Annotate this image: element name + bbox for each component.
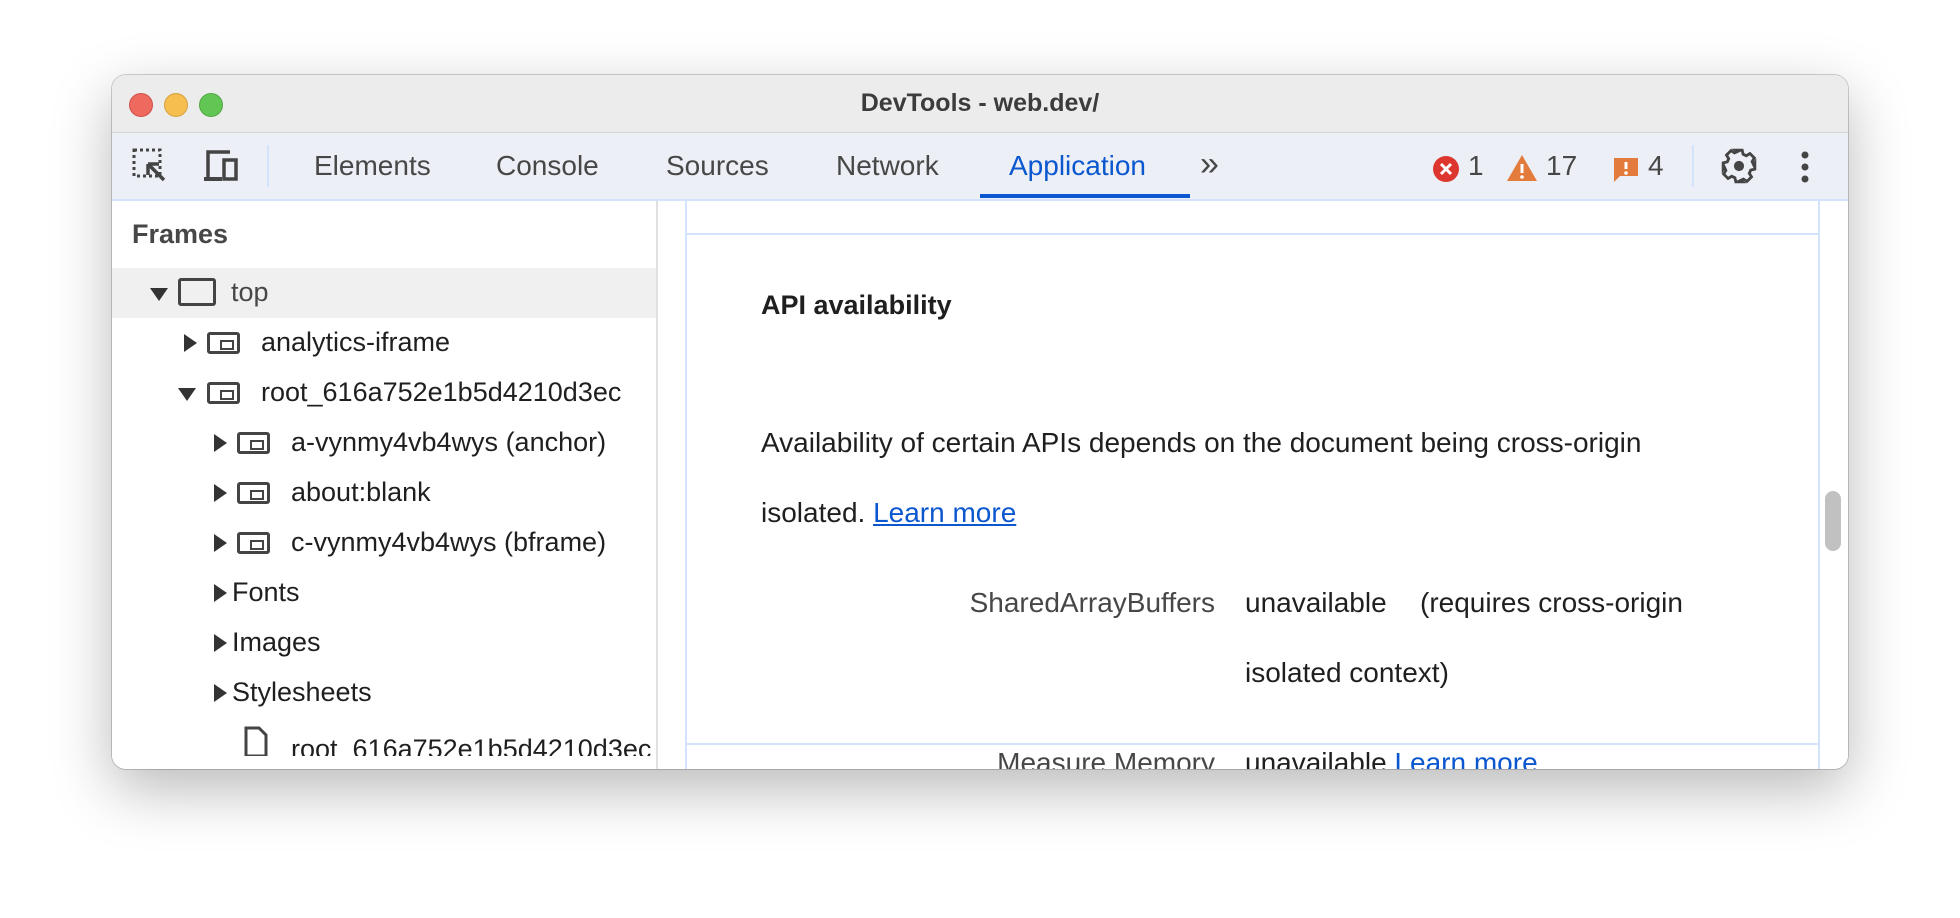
tree-item-label: about:blank [291, 477, 431, 507]
tree-item-label: top [231, 277, 269, 307]
section-divider [685, 743, 1820, 745]
issues-icon[interactable] [1612, 156, 1640, 184]
section-divider [685, 233, 1820, 235]
expanded-arrow-icon[interactable] [150, 288, 168, 301]
tree-item-about-blank[interactable]: about:blank [112, 468, 656, 518]
toolbar-divider [1692, 145, 1694, 187]
minimize-window-button[interactable] [164, 93, 188, 117]
device-toolbar-icon[interactable] [202, 148, 242, 184]
frames-sidebar: Frames top analytics-iframe root_616a752… [112, 201, 677, 769]
tree-item-stylesheets[interactable]: Stylesheets [112, 668, 656, 718]
title-bar: DevTools - web.dev/ [112, 75, 1848, 133]
tree-item-label: root_616a752e1b5d4210d3ec [261, 377, 622, 407]
more-tabs-button[interactable]: » [1200, 145, 1219, 183]
collapsed-arrow-icon[interactable] [184, 334, 197, 352]
toolbar-divider [267, 145, 269, 187]
tree-item-anchor-frame[interactable]: a-vynmy4vb4wys (anchor) [112, 418, 656, 468]
description-text-end: isolated. [761, 497, 866, 528]
section-border [1818, 201, 1820, 769]
close-window-button[interactable] [129, 93, 153, 117]
frames-header: Frames [132, 219, 229, 249]
tree-item-analytics-iframe[interactable]: analytics-iframe [112, 318, 656, 368]
frame-icon [237, 432, 270, 454]
tab-application[interactable]: Application [1009, 150, 1146, 181]
tree-item-label: c-vynmy4vb4wys (bframe) [291, 527, 607, 557]
frame-icon [237, 532, 270, 554]
main-toolbar: Elements Console Sources Network Applica… [112, 133, 1848, 201]
tree-item-stylesheet-file[interactable]: root_616a752e1b5d4210d3ec [112, 718, 656, 756]
tab-console[interactable]: Console [496, 150, 599, 181]
tree-item-top[interactable]: top [112, 268, 656, 318]
tree-item-label: Fonts [232, 577, 300, 607]
shared-array-buffers-value: unavailable [1245, 587, 1387, 618]
window-title: DevTools - web.dev/ [860, 89, 1100, 117]
section-border [685, 201, 687, 769]
file-icon [244, 726, 268, 756]
tree-item-label: a-vynmy4vb4wys (anchor) [291, 427, 607, 457]
tree-item-label: Stylesheets [232, 677, 372, 707]
measure-memory-row: unavailable Learn more [1245, 747, 1538, 769]
collapsed-arrow-icon[interactable] [214, 584, 227, 602]
frame-icon [207, 332, 240, 354]
tab-network[interactable]: Network [836, 150, 939, 181]
tree-item-bframe[interactable]: c-vynmy4vb4wys (bframe) [112, 518, 656, 568]
tree-item-label: analytics-iframe [261, 327, 451, 357]
measure-memory-learn-more-link[interactable]: Learn more [1394, 747, 1538, 769]
issues-count[interactable]: 4 [1648, 150, 1664, 181]
warning-count[interactable]: 17 [1546, 150, 1578, 181]
error-icon[interactable] [1432, 155, 1460, 183]
expanded-arrow-icon[interactable] [178, 388, 196, 401]
main-vertical-scrollbar[interactable] [1825, 491, 1841, 551]
warning-icon[interactable] [1506, 154, 1538, 182]
collapsed-arrow-icon[interactable] [214, 534, 227, 552]
inspect-element-icon[interactable] [132, 148, 168, 184]
maximize-window-button[interactable] [199, 93, 223, 117]
shared-array-buffers-note: (requires cross-origin [1420, 587, 1683, 618]
tree-item-label: Images [232, 627, 321, 657]
application-main-panel: API availability Availability of certain… [658, 201, 1848, 769]
more-options-icon[interactable] [1798, 149, 1812, 185]
devtools-window: DevTools - web.dev/ Elements Console Sou… [112, 75, 1848, 769]
tree-item-root-frame[interactable]: root_616a752e1b5d4210d3ec [112, 368, 656, 418]
shared-array-buffers-label: SharedArrayBuffers [969, 587, 1215, 618]
collapsed-arrow-icon[interactable] [214, 634, 227, 652]
collapsed-arrow-icon[interactable] [214, 484, 227, 502]
description-text-cont: isolated. Learn more [761, 497, 1016, 529]
measure-memory-label: Measure Memory [997, 747, 1215, 769]
tab-elements[interactable]: Elements [314, 150, 431, 181]
section-title: API availability [761, 290, 952, 320]
window-icon [178, 278, 216, 306]
active-tab-indicator [980, 194, 1190, 198]
panel-splitter[interactable] [656, 201, 658, 769]
error-count[interactable]: 1 [1468, 150, 1484, 181]
collapsed-arrow-icon[interactable] [214, 434, 227, 452]
collapsed-arrow-icon[interactable] [214, 684, 227, 702]
frame-icon [237, 482, 270, 504]
frame-icon [207, 382, 240, 404]
shared-array-buffers-note-cont: isolated context) [1245, 657, 1449, 688]
description-text: Availability of certain APIs depends on … [761, 427, 1642, 458]
tab-sources[interactable]: Sources [666, 150, 769, 181]
tree-item-images[interactable]: Images [112, 618, 656, 668]
tree-item-fonts[interactable]: Fonts [112, 568, 656, 618]
measure-memory-value: unavailable [1245, 747, 1387, 769]
settings-gear-icon[interactable] [1720, 147, 1758, 185]
learn-more-link[interactable]: Learn more [873, 497, 1017, 528]
tree-item-label: root_616a752e1b5d4210d3ec [291, 734, 652, 756]
